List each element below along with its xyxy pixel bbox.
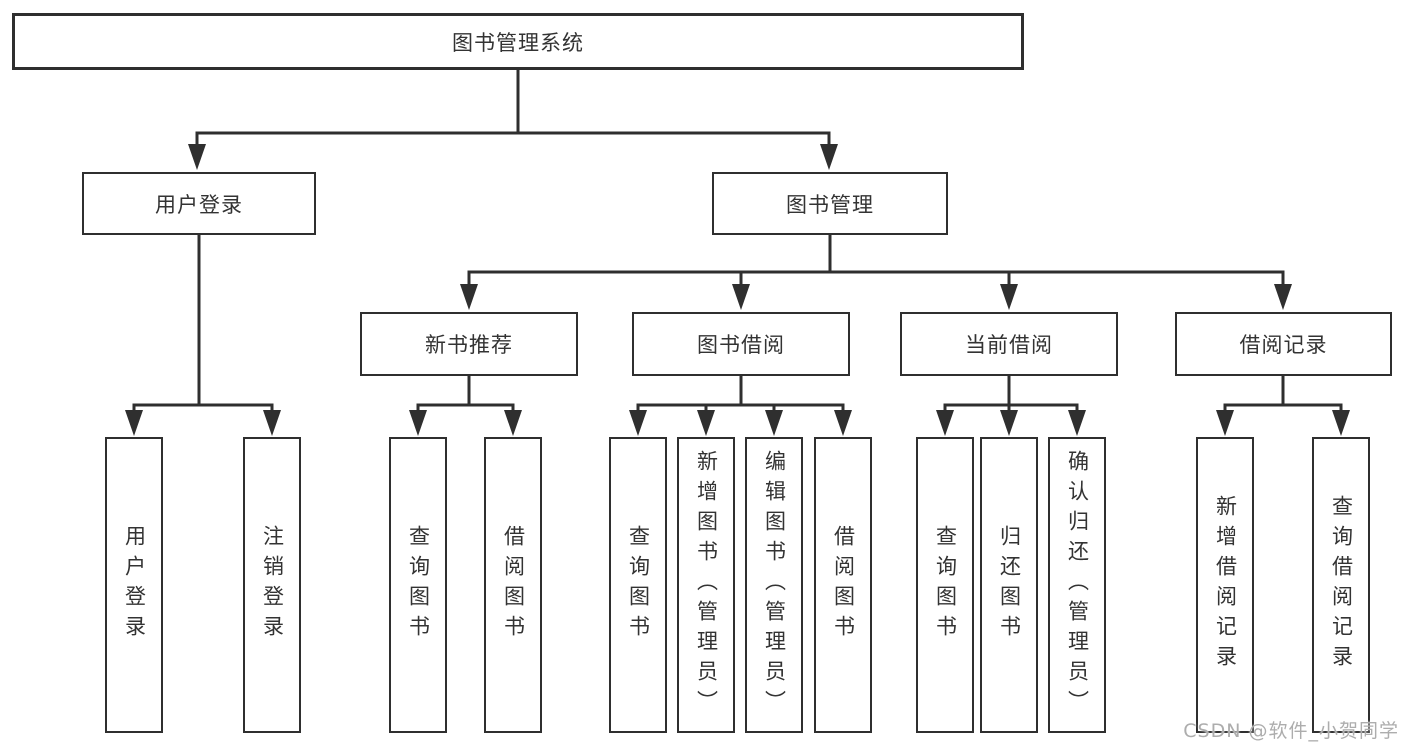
leaf-logout: 注销登录: [243, 437, 301, 733]
leaf-user-login: 用户登录: [105, 437, 163, 733]
node-borrowing-records-label: 借阅记录: [1239, 333, 1328, 357]
leaf-query-books-borrow-label: 查询图书: [626, 525, 651, 645]
login-branch-connectors: [125, 233, 281, 436]
csdn-watermark: CSDN @软件_小贺同学: [1183, 720, 1399, 742]
leaf-confirm-return-admin: 确认归还（管理员）: [1048, 437, 1106, 733]
leaf-query-books-current: 查询图书: [916, 437, 974, 733]
node-root: 图书管理系统: [12, 13, 1024, 70]
leaf-query-books-current-label: 查询图书: [933, 525, 958, 645]
leaf-borrow-books-recommend: 借阅图书: [484, 437, 542, 733]
node-borrowing-records: 借阅记录: [1175, 312, 1392, 376]
node-current-borrowing: 当前借阅: [900, 312, 1118, 376]
node-new-book-recommendation-label: 新书推荐: [425, 333, 513, 357]
leaf-user-login-label: 用户登录: [122, 525, 147, 645]
node-book-management: 图书管理: [712, 172, 948, 235]
leaf-query-borrow-record-label: 查询借阅记录: [1329, 495, 1354, 675]
leaf-add-book-admin: 新增图书（管理员）: [677, 437, 735, 733]
new-book-group-connectors: [409, 374, 522, 436]
leaf-query-borrow-record: 查询借阅记录: [1312, 437, 1370, 733]
node-root-label: 图书管理系统: [452, 30, 584, 55]
borrow-group-connectors: [629, 374, 852, 436]
leaf-return-book-label: 归还图书: [997, 525, 1022, 645]
leaf-query-books-recommend: 查询图书: [389, 437, 447, 733]
leaf-borrow-books-label: 借阅图书: [831, 525, 856, 645]
leaf-confirm-return-admin-label: 确认归还（管理员）: [1065, 450, 1090, 720]
node-current-borrowing-label: 当前借阅: [965, 333, 1053, 357]
node-book-borrowing-label: 图书借阅: [697, 333, 785, 357]
leaf-query-books-recommend-label: 查询图书: [406, 525, 431, 645]
current-borrow-group-connectors: [936, 374, 1086, 436]
leaf-add-borrow-record: 新增借阅记录: [1196, 437, 1254, 733]
leaf-logout-label: 注销登录: [260, 525, 285, 645]
leaf-add-book-admin-label: 新增图书（管理员）: [694, 450, 719, 720]
record-group-connectors: [1216, 374, 1350, 436]
node-book-borrowing: 图书借阅: [632, 312, 850, 376]
leaf-edit-book-admin-label: 编辑图书（管理员）: [762, 450, 787, 720]
leaf-query-books-borrow: 查询图书: [609, 437, 667, 733]
node-new-book-recommendation: 新书推荐: [360, 312, 578, 376]
leaf-borrow-books-recommend-label: 借阅图书: [501, 525, 526, 645]
node-user-login: 用户登录: [82, 172, 316, 235]
management-to-groups-connectors: [460, 233, 1292, 310]
node-book-management-label: 图书管理: [786, 192, 874, 217]
node-user-login-label: 用户登录: [155, 192, 243, 217]
leaf-return-book: 归还图书: [980, 437, 1038, 733]
leaf-add-borrow-record-label: 新增借阅记录: [1213, 495, 1238, 675]
root-to-level2-connectors: [188, 68, 838, 170]
leaf-edit-book-admin: 编辑图书（管理员）: [745, 437, 803, 733]
leaf-borrow-books: 借阅图书: [814, 437, 872, 733]
